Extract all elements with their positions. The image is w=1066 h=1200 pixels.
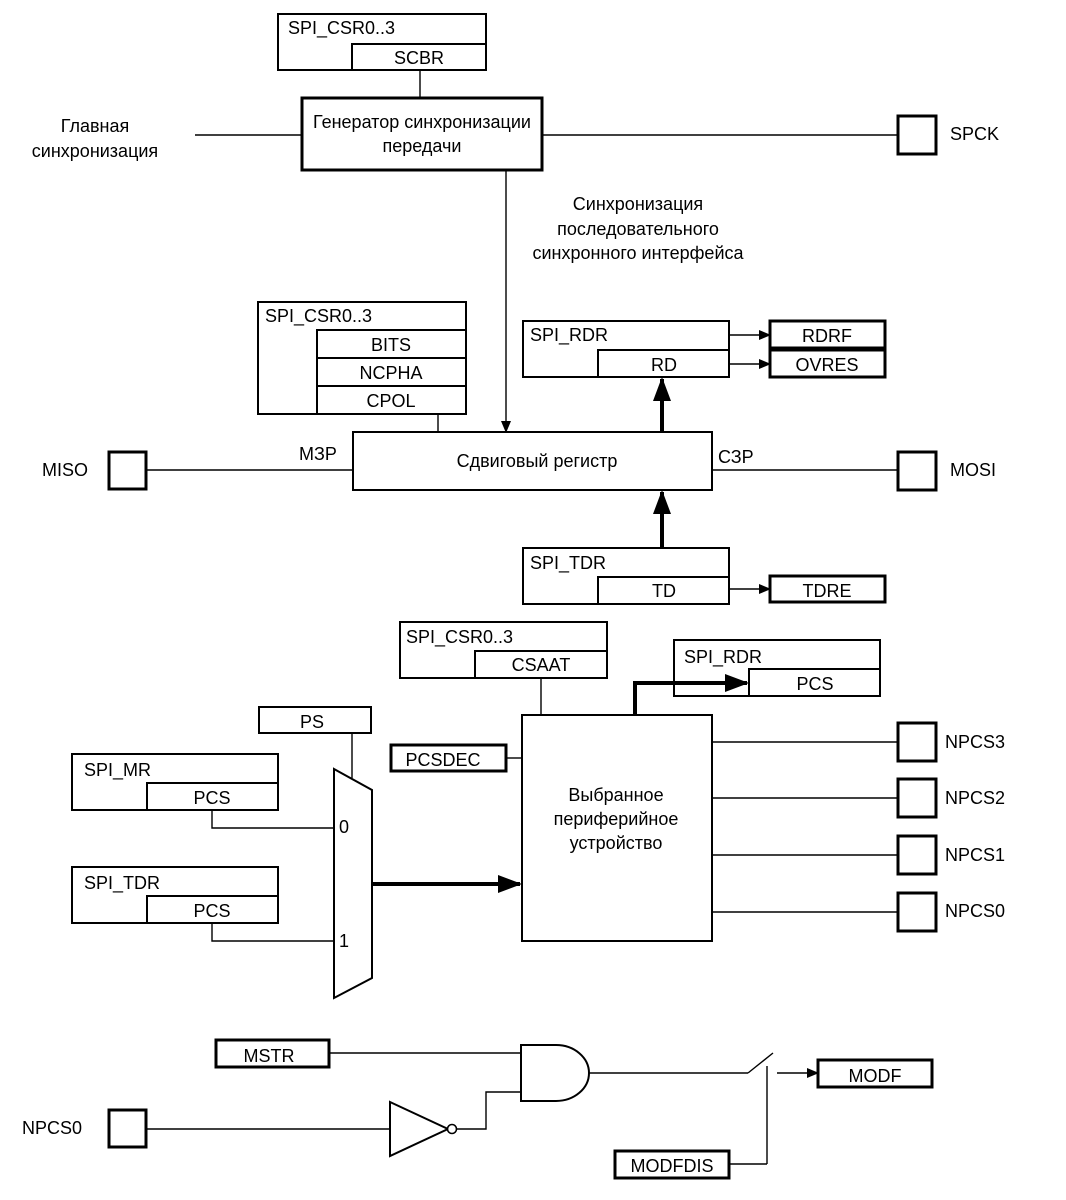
pin-npcs0-input: [107, 1108, 148, 1149]
selected-peripheral-block: Выбранное периферийное устройство: [521, 714, 713, 942]
modf-switch: [747, 1052, 774, 1074]
peripheral-line1: Выбранное: [568, 785, 663, 805]
flag-modf-label: MODF: [849, 1066, 902, 1086]
register-title: SPI_RDR: [530, 325, 608, 346]
shift-register-block: Сдвиговый регистр: [352, 431, 713, 491]
flag-ovres: [768, 348, 887, 379]
inverter-bubble: [446, 1123, 458, 1135]
register-title: SPI_TDR: [530, 553, 606, 574]
serial-clock-label-2: последовательного: [557, 219, 719, 239]
register-mr-pcs: SPI_MR PCS: [71, 753, 279, 811]
register-title: SPI_RDR: [684, 647, 762, 668]
pin-spck-label: SPCK: [950, 124, 999, 144]
register-title: SPI_CSR0..3: [265, 306, 372, 327]
pin-npcs3: [896, 721, 938, 763]
pin-npcs1: [896, 834, 938, 876]
field-td: TD: [652, 581, 676, 601]
pin-miso: [107, 450, 148, 491]
register-title: SPI_TDR: [84, 873, 160, 894]
flag-ovres-label: OVRES: [795, 355, 858, 375]
shift-register-label: Сдвиговый регистр: [457, 451, 618, 471]
inverter-gate: [389, 1100, 451, 1158]
clock-generator-line2: передачи: [383, 136, 462, 156]
field-pcs: PCS: [193, 788, 230, 808]
field-pcs: PCS: [796, 674, 833, 694]
register-rdr-pcs: SPI_RDR PCS: [673, 639, 881, 697]
flag-ps: [258, 706, 372, 734]
register-tdr-pcs: SPI_TDR PCS: [71, 866, 279, 924]
flag-rdrf: [768, 319, 887, 350]
msb-label: МЗР: [299, 444, 337, 464]
clock-generator-block: Генератор синхронизации передачи: [300, 96, 544, 172]
field-csaat: CSAAT: [512, 655, 571, 675]
flag-pcsdec: [389, 743, 508, 773]
lsb-label: СЗР: [718, 447, 754, 467]
peripheral-line3: устройство: [570, 833, 663, 853]
pin-npcs0-input-label: NPCS0: [22, 1118, 82, 1138]
field-bits: BITS: [371, 335, 411, 355]
serial-clock-label-1: Синхронизация: [573, 194, 703, 214]
pin-npcs2: [896, 777, 938, 819]
clock-generator-line1: Генератор синхронизации: [313, 112, 531, 132]
field-pcs: PCS: [193, 901, 230, 921]
register-title: SPI_CSR0..3: [288, 18, 395, 39]
flag-pcsdec-label: PCSDEC: [405, 750, 480, 770]
register-title: SPI_CSR0..3: [406, 627, 513, 648]
master-clock-label-1: Главная: [61, 116, 130, 136]
register-title: SPI_MR: [84, 760, 151, 781]
field-scbr: SCBR: [394, 48, 444, 68]
register-csr-bits: SPI_CSR0..3 BITS NCPHA CPOL: [257, 301, 467, 415]
register-csr-scbr: SPI_CSR0..3 SCBR: [277, 13, 487, 71]
mux-input-0: 0: [339, 817, 349, 837]
field-ncpha: NCPHA: [359, 363, 422, 383]
pin-miso-label: MISO: [42, 460, 88, 480]
flag-ps-label: PS: [300, 712, 324, 732]
pin-mosi: [896, 450, 938, 492]
serial-clock-label-3: синхронного интерфейса: [532, 243, 744, 263]
multiplexer: [333, 767, 373, 1000]
flag-modfdis-label: MODFDIS: [631, 1156, 714, 1176]
pin-npcs2-label: NPCS2: [945, 788, 1005, 808]
register-csr-csaat: SPI_CSR0..3 CSAAT: [399, 621, 608, 679]
flag-tdre: [768, 574, 887, 604]
flag-modf: [816, 1058, 934, 1089]
mux-input-1: 1: [339, 931, 349, 951]
flag-mstr-label: MSTR: [244, 1046, 295, 1066]
flag-modfdis: [613, 1149, 731, 1180]
pin-mosi-label: MOSI: [950, 460, 996, 480]
pin-spck: [896, 114, 938, 156]
flag-mstr: [214, 1038, 331, 1069]
master-clock-label-2: синхронизация: [32, 141, 158, 161]
flag-rdrf-label: RDRF: [802, 326, 852, 346]
peripheral-line2: периферийное: [554, 809, 679, 829]
and-gate: [520, 1044, 590, 1102]
field-rd: RD: [651, 355, 677, 375]
register-rdr-rd: SPI_RDR RD: [522, 320, 730, 378]
field-cpol: CPOL: [366, 391, 415, 411]
pin-npcs0-label: NPCS0: [945, 901, 1005, 921]
pin-npcs3-label: NPCS3: [945, 732, 1005, 752]
pin-npcs1-label: NPCS1: [945, 845, 1005, 865]
register-tdr-td: SPI_TDR TD: [522, 547, 730, 605]
pin-npcs0: [896, 891, 938, 933]
flag-tdre-label: TDRE: [803, 581, 852, 601]
